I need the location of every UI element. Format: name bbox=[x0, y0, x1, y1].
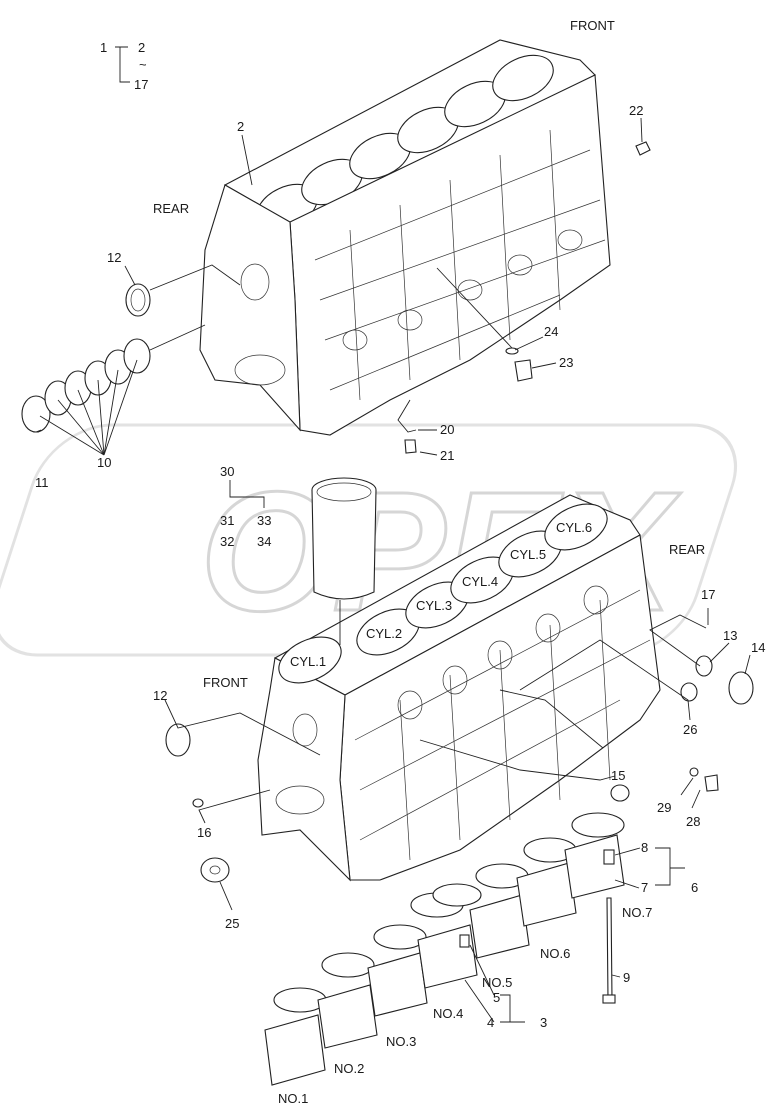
callout-10: 10 bbox=[97, 455, 111, 470]
callout-6: 6 bbox=[691, 880, 698, 895]
label-front-mid: FRONT bbox=[203, 675, 248, 690]
cylinder-liner-30 bbox=[311, 477, 377, 600]
cap-label-no1: NO.1 bbox=[278, 1091, 308, 1106]
callout-29: 29 bbox=[657, 800, 671, 815]
nozzle-20-bolt-21 bbox=[397, 399, 417, 454]
tree-label-2: 2 bbox=[138, 40, 145, 55]
cap-label-no4: NO.4 bbox=[433, 1006, 463, 1021]
callout-31: 31 bbox=[220, 513, 234, 528]
tree-label-1: 1 bbox=[100, 40, 107, 55]
callout-14: 14 bbox=[751, 640, 765, 655]
callout-28: 28 bbox=[686, 814, 700, 829]
plug-28-oring-29 bbox=[689, 767, 719, 792]
cyl-label-1: CYL.1 bbox=[290, 654, 326, 669]
callout-9: 9 bbox=[623, 970, 630, 985]
plug-22 bbox=[635, 141, 651, 156]
cup-plugs-10-11 bbox=[21, 338, 151, 433]
main-bearing-caps bbox=[264, 812, 625, 1086]
washer-25 bbox=[200, 857, 230, 883]
cyl-label-4: CYL.4 bbox=[462, 574, 498, 589]
callout-5: 5 bbox=[493, 990, 500, 1005]
leader-lines bbox=[35, 46, 751, 1023]
callout-2: 2 bbox=[237, 119, 244, 134]
callout-22: 22 bbox=[629, 103, 643, 118]
callout-16: 16 bbox=[197, 825, 211, 840]
cap-label-no3: NO.3 bbox=[386, 1034, 416, 1049]
cyl-label-6: CYL.6 bbox=[556, 520, 592, 535]
callout-21: 21 bbox=[440, 448, 454, 463]
callout-12-upper: 12 bbox=[107, 250, 121, 265]
ring-15 bbox=[610, 784, 630, 802]
tree-label-tilde: ~ bbox=[139, 57, 147, 72]
cylinder-bore-labels bbox=[278, 503, 608, 684]
callout-26: 26 bbox=[683, 722, 697, 737]
callout-13: 13 bbox=[723, 628, 737, 643]
cap-label-no5: NO.5 bbox=[482, 975, 512, 990]
callout-20: 20 bbox=[440, 422, 454, 437]
plug-26 bbox=[680, 682, 698, 702]
seal-ring-12-lower bbox=[165, 723, 191, 757]
callout-3: 3 bbox=[540, 1015, 547, 1030]
callout-32: 32 bbox=[220, 534, 234, 549]
upper-cylinder-block bbox=[199, 39, 611, 436]
callout-12-lower: 12 bbox=[153, 688, 167, 703]
callout-23: 23 bbox=[559, 355, 573, 370]
seal-13-14 bbox=[695, 655, 754, 705]
label-front-top: FRONT bbox=[570, 18, 615, 33]
callout-4: 4 bbox=[487, 1015, 494, 1030]
callout-24: 24 bbox=[544, 324, 558, 339]
callout-33: 33 bbox=[257, 513, 271, 528]
callout-15: 15 bbox=[611, 768, 625, 783]
seal-ring-12-upper bbox=[125, 283, 151, 317]
cyl-label-5: CYL.5 bbox=[510, 547, 546, 562]
callout-30: 30 bbox=[220, 464, 234, 479]
cap-label-no2: NO.2 bbox=[334, 1061, 364, 1076]
oring-16 bbox=[192, 798, 204, 808]
plug-23-and-oring-24 bbox=[505, 347, 533, 382]
tree-label-17: 17 bbox=[134, 77, 148, 92]
callout-34: 34 bbox=[257, 534, 271, 549]
callout-17: 17 bbox=[701, 587, 715, 602]
label-rear-mid: REAR bbox=[669, 542, 705, 557]
callout-7: 7 bbox=[641, 880, 648, 895]
cap-label-no6: NO.6 bbox=[540, 946, 570, 961]
cyl-label-2: CYL.2 bbox=[366, 626, 402, 641]
label-rear-top: REAR bbox=[153, 201, 189, 216]
callout-25: 25 bbox=[225, 916, 239, 931]
callout-8: 8 bbox=[641, 840, 648, 855]
cap-label-no7: NO.7 bbox=[622, 905, 652, 920]
cyl-label-3: CYL.3 bbox=[416, 598, 452, 613]
callout-11: 11 bbox=[35, 475, 49, 490]
